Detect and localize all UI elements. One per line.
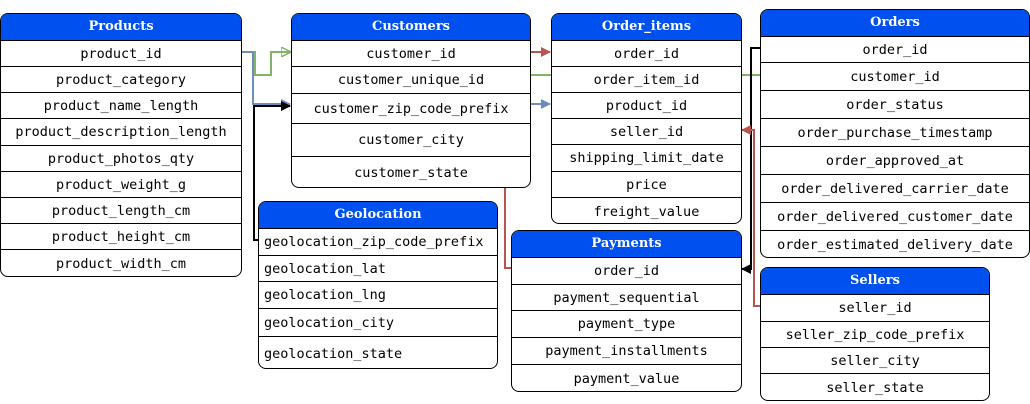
field-geolocation-zip-code-prefix[interactable]: geolocation_zip_code_prefix <box>259 229 497 256</box>
field-geolocation-city[interactable]: geolocation_city <box>259 309 497 337</box>
field-seller-state[interactable]: seller_state <box>826 380 924 396</box>
order-items-table[interactable]: Order_items order_id order_item_id produ… <box>551 13 742 224</box>
field-customer-unique-id[interactable]: customer_unique_id <box>292 67 530 94</box>
field-seller-city[interactable]: seller_city <box>761 348 989 374</box>
field-payment-type[interactable]: payment_type <box>512 311 741 338</box>
field-product-photos-qty[interactable]: product_photos_qty <box>1 146 241 172</box>
sellers-title: Sellers <box>761 268 989 295</box>
link-products-customers-zip <box>242 51 291 109</box>
field-order-approved-at[interactable]: order_approved_at <box>761 147 1029 175</box>
field-order-purchase-timestamp[interactable]: order_purchase_timestamp <box>761 119 1029 147</box>
field-shipping-limit-date[interactable]: shipping_limit_date <box>552 145 741 172</box>
field-geolocation-lng[interactable]: geolocation_lng <box>259 282 497 309</box>
field-order-status[interactable]: order_status <box>761 91 1029 119</box>
field-product-id[interactable]: product_id <box>1 41 241 67</box>
field-geolocation-lat[interactable]: geolocation_lat <box>259 256 497 282</box>
field-geolocation-state[interactable]: geolocation_state <box>264 345 403 362</box>
payments-table[interactable]: Payments order_id payment_sequential pay… <box>511 230 742 392</box>
geolocation-table[interactable]: Geolocation geolocation_zip_code_prefix … <box>258 201 498 369</box>
field-order-id[interactable]: order_id <box>512 258 741 285</box>
field-product-width-cm[interactable]: product_width_cm <box>55 256 187 272</box>
payments-title: Payments <box>512 231 741 258</box>
link-orders-payments <box>741 47 760 274</box>
customers-title: Customers <box>292 14 530 41</box>
field-order-id[interactable]: order_id <box>552 41 741 67</box>
field-payment-sequential[interactable]: payment_sequential <box>512 285 741 311</box>
field-product-category[interactable]: product_category <box>1 67 241 93</box>
field-payment-installments[interactable]: payment_installments <box>512 338 741 365</box>
field-customer-id[interactable]: customer_id <box>761 63 1029 91</box>
field-customer-state[interactable]: customer_state <box>354 165 468 181</box>
field-order-delivered-carrier-date[interactable]: order_delivered_carrier_date <box>761 175 1029 203</box>
products-table[interactable]: Products product_id product_category pro… <box>0 13 242 277</box>
field-order-item-id[interactable]: order_item_id <box>552 67 741 93</box>
field-freight-value[interactable]: freight_value <box>593 203 700 220</box>
sellers-table[interactable]: Sellers seller_id seller_zip_code_prefix… <box>760 267 990 401</box>
orders-title: Orders <box>761 10 1029 37</box>
field-product-weight-g[interactable]: product_weight_g <box>1 172 241 198</box>
field-product-description-length[interactable]: product_description_length <box>1 119 241 146</box>
field-product-height-cm[interactable]: product_height_cm <box>1 224 241 250</box>
orders-table[interactable]: Orders order_id customer_id order_status… <box>760 9 1030 258</box>
field-product-name-length[interactable]: product_name_length <box>1 93 241 119</box>
order-items-title: Order_items <box>552 14 741 41</box>
products-title: Products <box>1 14 241 41</box>
field-seller-zip-code-prefix[interactable]: seller_zip_code_prefix <box>761 322 989 348</box>
link-customers-payments <box>504 188 512 269</box>
field-order-id[interactable]: order_id <box>761 37 1029 63</box>
field-customer-id[interactable]: customer_id <box>292 41 530 67</box>
field-payment-value[interactable]: payment_value <box>573 371 680 387</box>
field-seller-id[interactable]: seller_id <box>552 119 741 145</box>
field-product-length-cm[interactable]: product_length_cm <box>1 198 241 224</box>
geolocation-title: Geolocation <box>259 202 497 229</box>
field-customer-city[interactable]: customer_city <box>292 124 530 157</box>
field-order-delivered-customer-date[interactable]: order_delivered_customer_date <box>761 203 1029 231</box>
link-products-customers-id <box>242 52 290 76</box>
field-price[interactable]: price <box>552 172 741 198</box>
link-sellers-order-items <box>741 125 760 307</box>
field-product-id[interactable]: product_id <box>552 93 741 119</box>
field-customer-zip-code-prefix[interactable]: customer_zip_code_prefix <box>292 94 530 124</box>
customers-table[interactable]: Customers customer_id customer_unique_id… <box>291 13 531 188</box>
field-order-estimated-delivery-date[interactable]: order_estimated_delivery_date <box>777 237 1013 253</box>
link-geolocation-customers <box>253 101 291 241</box>
field-seller-id[interactable]: seller_id <box>761 295 989 322</box>
